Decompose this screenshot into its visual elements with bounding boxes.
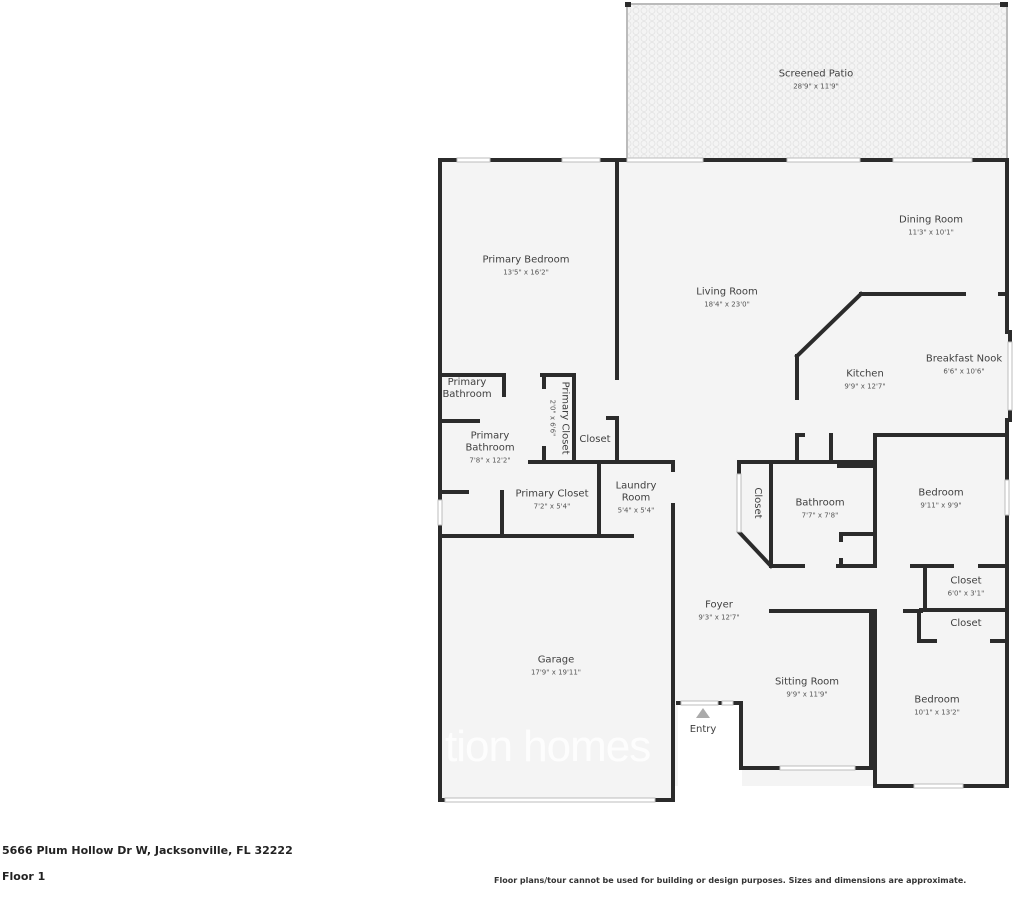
windows <box>437 157 1013 803</box>
screened-patio-area <box>625 2 1008 159</box>
disclaimer: Floor plans/tour cannot be used for buil… <box>494 876 967 885</box>
watermark: tion homes <box>445 722 651 771</box>
floor-label: Floor 1 <box>2 870 46 883</box>
entry-arrow-icon <box>696 708 710 718</box>
entry-porch <box>678 705 742 800</box>
property-address: 5666 Plum Hollow Dr W, Jacksonville, FL … <box>2 844 293 857</box>
walls <box>438 158 1012 802</box>
